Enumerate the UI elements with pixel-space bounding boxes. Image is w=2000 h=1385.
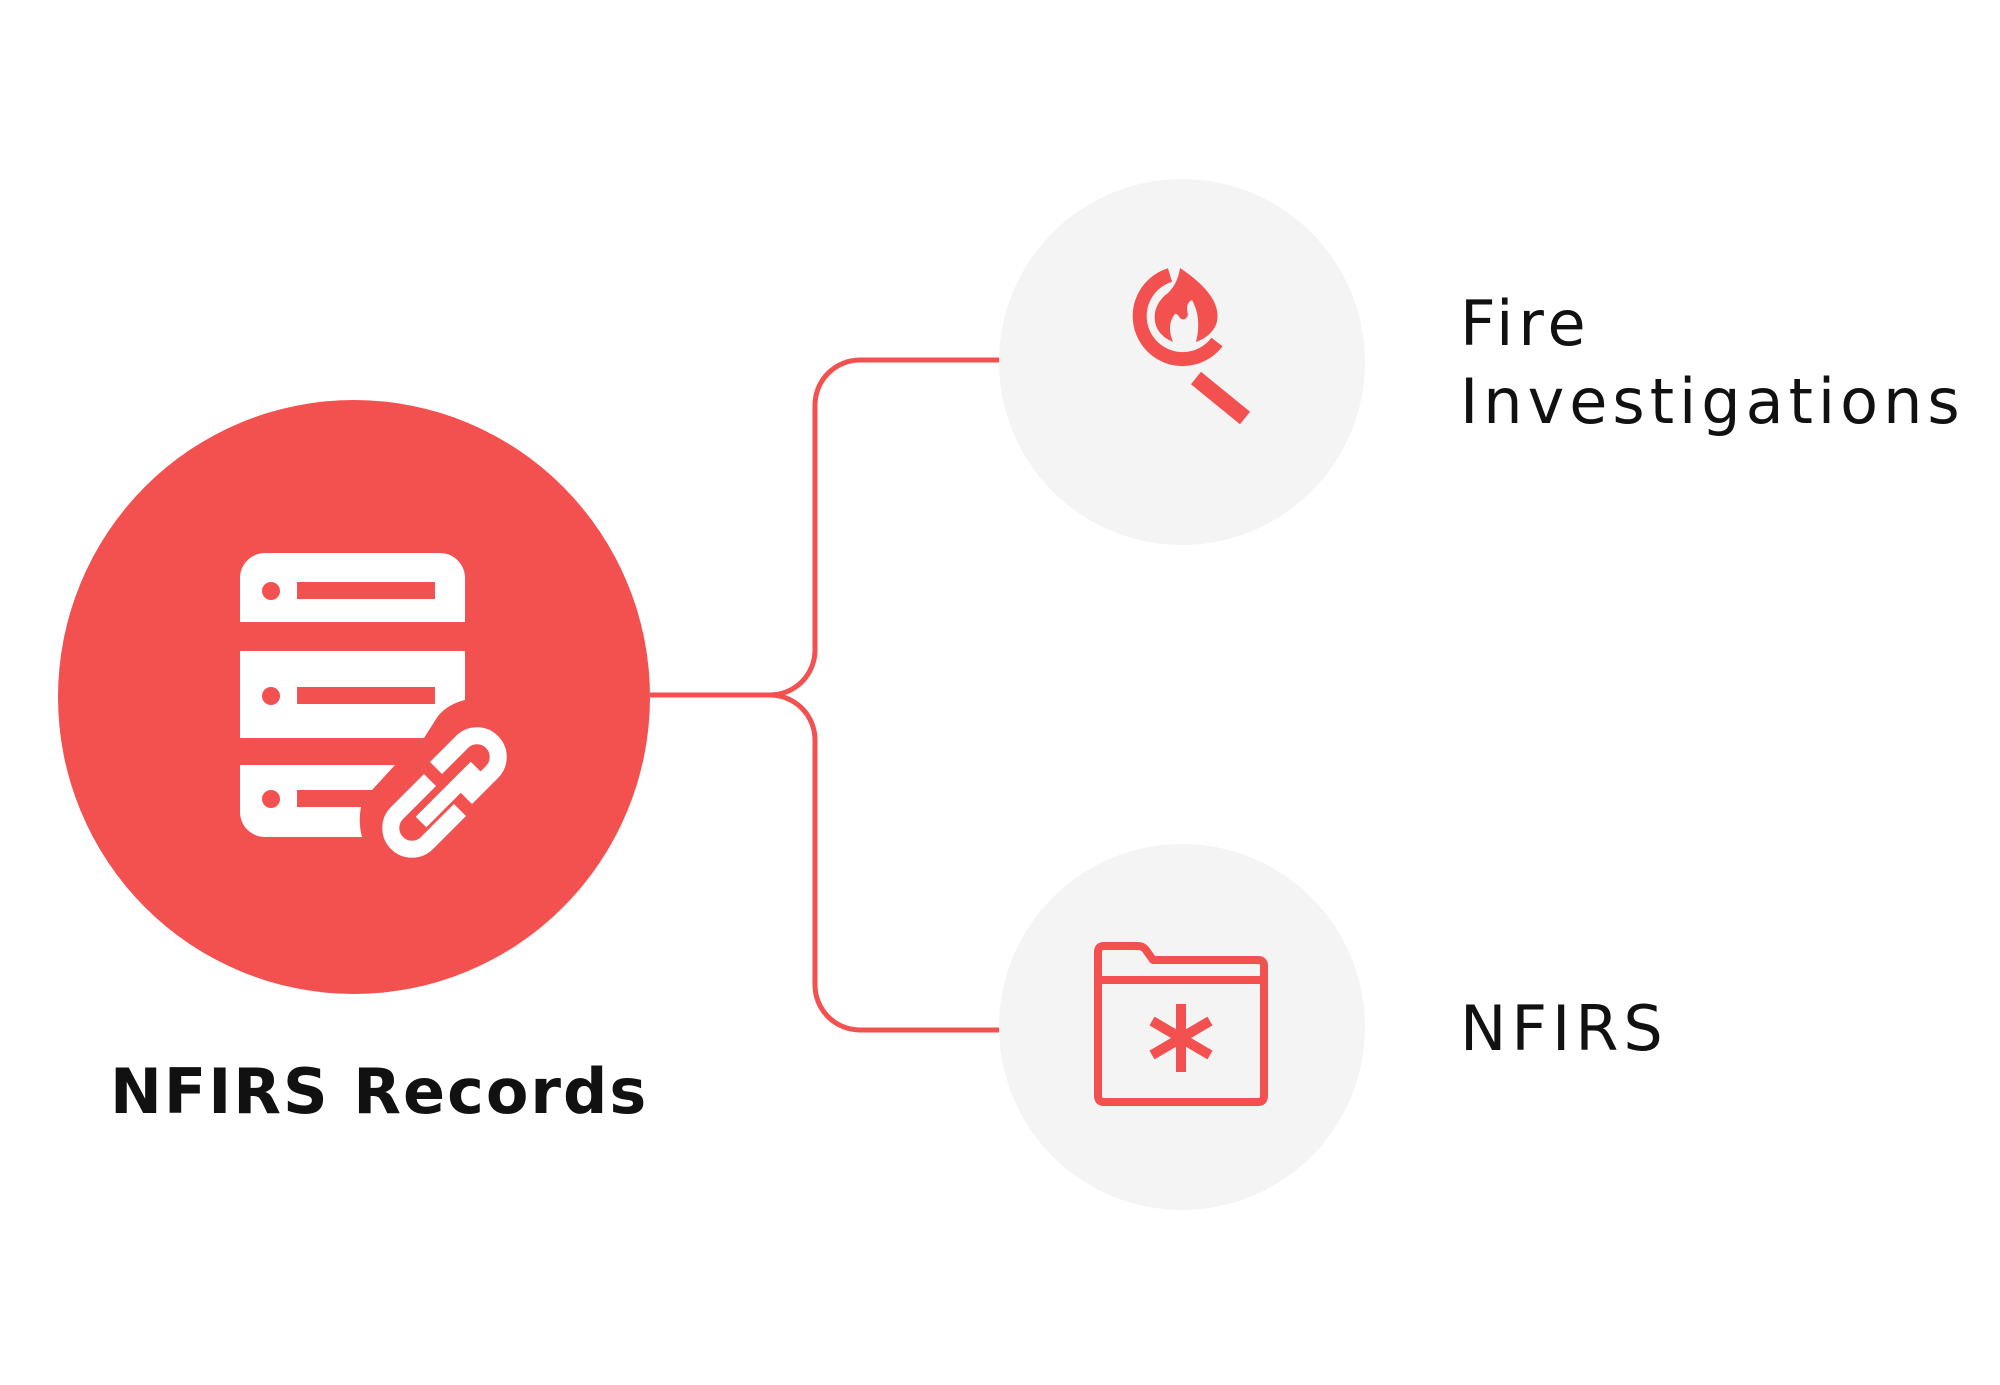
fire-investigations-label-line1: Fire (1460, 287, 1591, 360)
connector-to-fire-investigations (650, 357, 1000, 698)
source-label: NFIRS Records (110, 1055, 649, 1128)
connectors (650, 357, 1000, 1033)
nfirs-label: NFIRS (1460, 992, 1668, 1065)
source-node (58, 400, 650, 994)
nfirs-node (999, 844, 1365, 1210)
fire-investigations-label: Fire Investigations (1460, 285, 1965, 441)
linked-database-icon (240, 553, 507, 858)
connector-to-nfirs (650, 692, 1000, 1033)
fire-investigations-node (999, 179, 1365, 545)
fire-investigations-label-line2: Investigations (1460, 365, 1965, 438)
medical-folder-icon (1094, 942, 1268, 1106)
fire-search-icon (1132, 268, 1251, 425)
